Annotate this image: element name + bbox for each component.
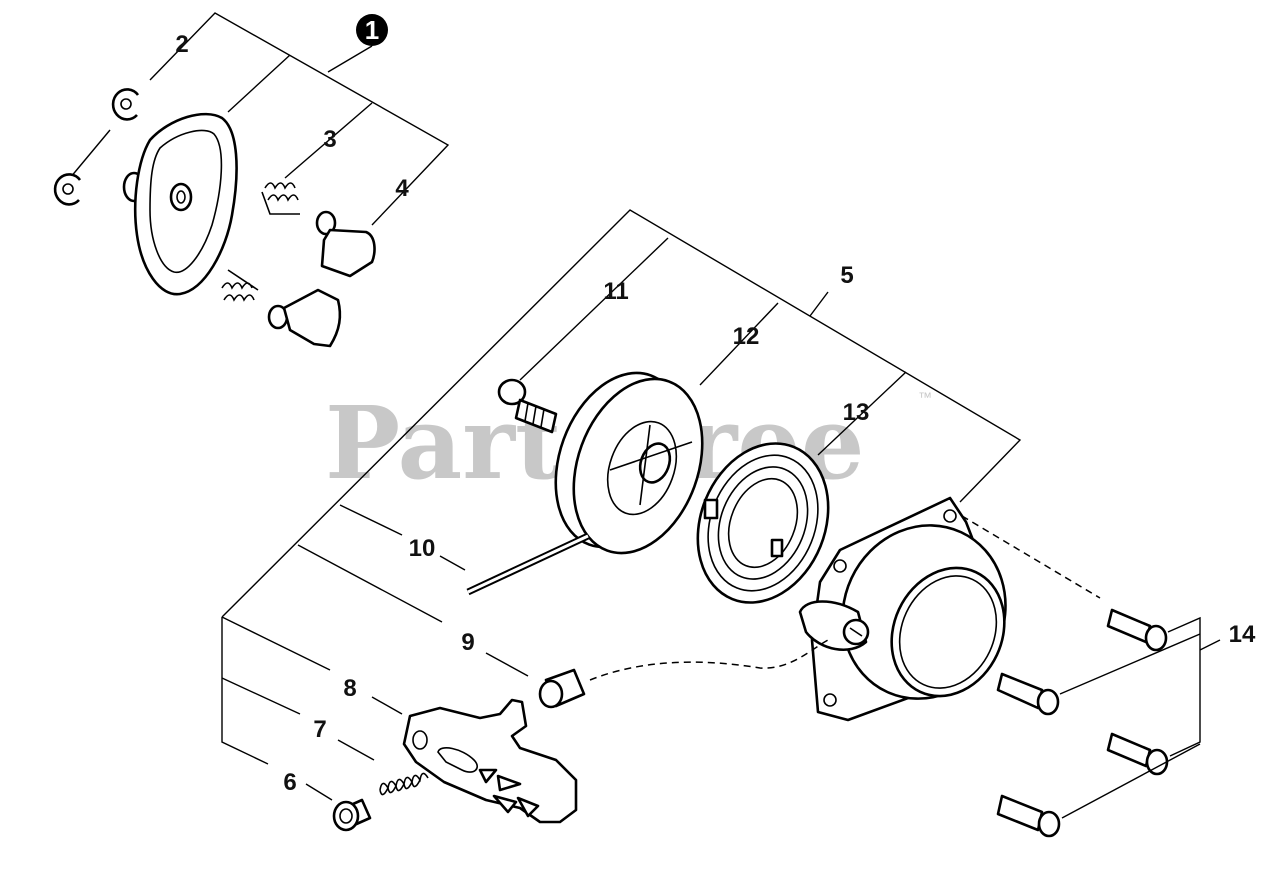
callout-3: 3 (323, 126, 336, 153)
callout-10: 10 (409, 535, 436, 562)
starter-rope (466, 532, 590, 596)
callout-4: 4 (395, 175, 409, 202)
ratchet-pawl-upper (315, 210, 376, 278)
collar (538, 668, 586, 709)
callout-7: 7 (313, 716, 326, 743)
bolt-with-washer (497, 378, 558, 434)
group-5-leader-lines (221, 209, 1022, 618)
ratchet-spring-upper (261, 182, 300, 215)
callout-2: 2 (175, 31, 188, 58)
screw-1 (1106, 608, 1168, 652)
e-ring-upper (111, 88, 140, 121)
callout-5: 5 (840, 262, 853, 289)
callout-13: 13 (843, 399, 870, 426)
starter-reel (554, 371, 704, 555)
callout-11: 11 (603, 278, 628, 305)
lever-group-leader-lines (221, 504, 829, 801)
callout-6: 6 (283, 769, 296, 796)
callout-1-badge: 1 (356, 14, 388, 46)
recoil-spring (696, 442, 830, 604)
callout-1: 1 (365, 15, 379, 45)
callout-8: 8 (343, 675, 356, 702)
callout-14: 14 (1229, 621, 1256, 648)
lever-spring (379, 772, 429, 796)
screw-2 (996, 672, 1060, 716)
starter-case (798, 496, 1007, 722)
pin-collar (332, 798, 372, 832)
stopper-lever (402, 698, 578, 824)
e-ring-lower (53, 173, 82, 206)
callout-9: 9 (461, 629, 474, 656)
starter-pulley-assembly (122, 112, 238, 296)
screw-3 (1106, 732, 1169, 776)
group-1-leader-lines (69, 12, 450, 226)
screw-4 (996, 794, 1061, 838)
ratchet-spring-lower (221, 269, 259, 302)
group-14-leader-lines (961, 515, 1221, 819)
callout-12: 12 (733, 323, 760, 350)
ratchet-pawl-lower (267, 288, 342, 348)
watermark-tm: ™ (918, 389, 932, 405)
